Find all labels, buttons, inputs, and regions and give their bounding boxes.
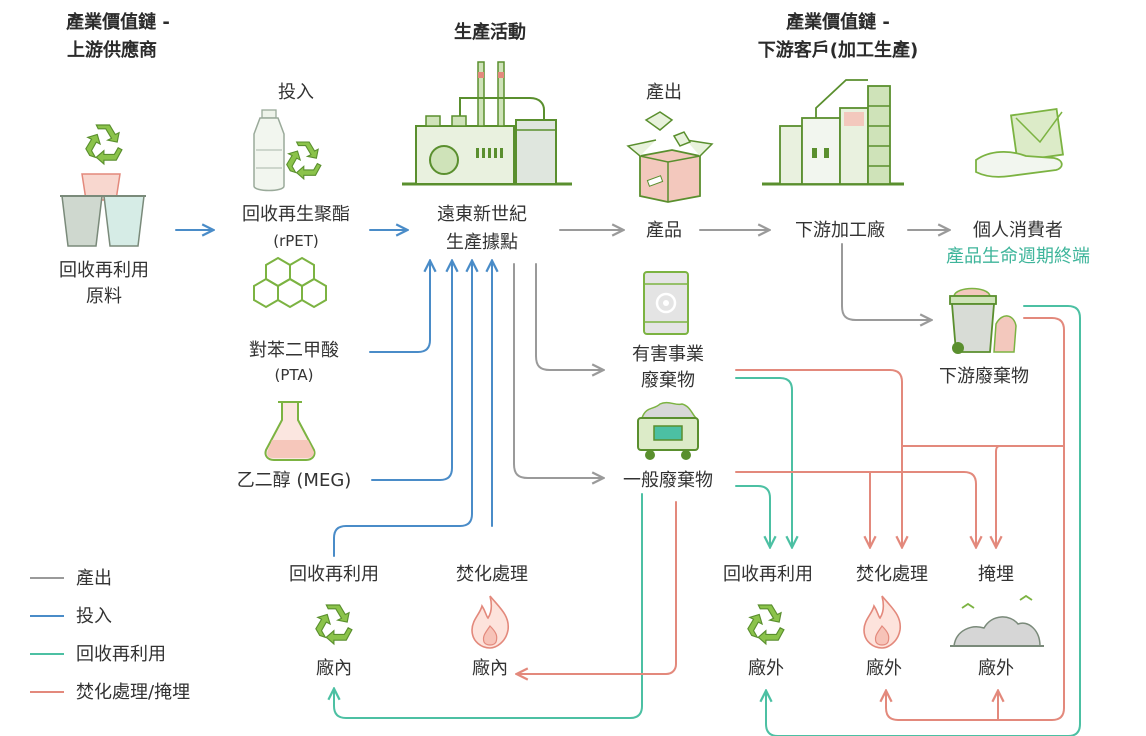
- pta-label-line2: (PTA): [274, 366, 313, 384]
- flask-icon: [264, 401, 316, 461]
- legend: 產出 投入 回收再利用 焚化處理/掩埋: [30, 568, 190, 703]
- landfill-label: 掩埋: [978, 564, 1014, 585]
- recycle-icon: [315, 604, 353, 645]
- box-icon: [626, 111, 714, 203]
- cups-icon: [60, 173, 146, 247]
- recycle-icon: [747, 604, 785, 645]
- dumpster-icon: [637, 401, 699, 460]
- header-upstream-line2: 上游供應商: [67, 39, 157, 61]
- hazard-waste-label-line2: 廢棄物: [641, 370, 695, 391]
- legend-label-recycle: 回收再利用: [76, 644, 166, 665]
- trash-bin-icon: [949, 287, 1017, 354]
- output-label: 產出: [646, 82, 682, 103]
- downstream-waste-label: 下游廢棄物: [939, 366, 1029, 387]
- header-downstream-line2: 下游客戶(加工生產): [758, 39, 918, 61]
- recycle-icon: [85, 124, 123, 165]
- out-plant-label: 廠外: [978, 657, 1014, 679]
- product-label: 產品: [646, 220, 682, 241]
- input-flows: [175, 230, 492, 557]
- output-flows: [513, 230, 948, 478]
- consumer-label: 個人消費者: [973, 220, 1063, 241]
- recycle-flows: [334, 305, 1081, 736]
- legend-label-output: 產出: [76, 568, 112, 589]
- biohazard-barrel-icon: [643, 271, 689, 335]
- disposal-flows: [518, 317, 1065, 721]
- rpet-label-line2: (rPET): [273, 232, 319, 250]
- meg-label: 乙二醇 (MEG): [237, 470, 352, 491]
- factory-icon: [402, 61, 572, 186]
- hand-envelope-icon: [975, 108, 1064, 178]
- incinerate-out-label: 焚化處理: [856, 564, 928, 585]
- incinerate-in-label: 焚化處理: [456, 564, 528, 585]
- site-label-line2: 生產據點: [446, 232, 518, 253]
- recycle-icon: [286, 141, 322, 180]
- site-label-line1: 遠東新世紀: [437, 204, 527, 225]
- end-of-life-label: 產品生命週期終端: [946, 246, 1090, 267]
- recycle-out-label: 回收再利用: [723, 564, 813, 585]
- hexagon-molecule-icon: [253, 256, 327, 309]
- raw-material-label-line1: 回收再利用: [59, 260, 149, 281]
- general-waste-label: 一般廢棄物: [623, 470, 713, 491]
- legend-label-disposal: 焚化處理/掩埋: [76, 682, 190, 703]
- recycle-in-label: 回收再利用: [289, 564, 379, 585]
- header-downstream-line1: 產業價值鏈 -: [786, 11, 890, 33]
- legend-label-input: 投入: [76, 606, 112, 627]
- raw-material-label-line2: 原料: [86, 286, 122, 307]
- landfill-icon: [950, 594, 1044, 647]
- header-production: 生產活動: [454, 21, 526, 43]
- out-plant-label: 廠外: [866, 657, 902, 679]
- plant-icon: [762, 79, 904, 186]
- pta-label-line1: 對苯二甲酸: [249, 340, 339, 361]
- in-plant-label: 廠內: [472, 657, 508, 679]
- processor-label: 下游加工廠: [795, 219, 885, 241]
- out-plant-label: 廠外: [748, 657, 784, 679]
- flame-icon: [471, 595, 510, 649]
- rpet-label-line1: 回收再生聚酯: [242, 204, 350, 225]
- bottle-icon: [253, 109, 285, 192]
- in-plant-label: 廠內: [316, 657, 352, 679]
- input-label: 投入: [278, 82, 314, 103]
- flame-icon: [863, 595, 902, 649]
- header-upstream-line1: 產業價值鏈 -: [66, 11, 170, 33]
- hazard-waste-label-line1: 有害事業: [632, 344, 704, 365]
